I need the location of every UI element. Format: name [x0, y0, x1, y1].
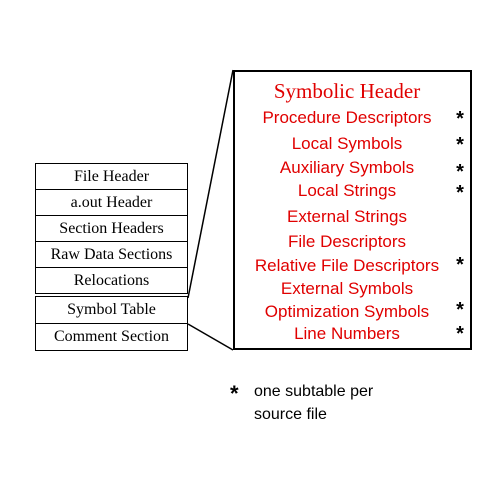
entry-local-strings: Local Strings: [297, 181, 397, 200]
entry-file-descriptors: File Descriptors: [287, 232, 407, 251]
entry-relative-file-descriptors: Relative File Descriptors: [254, 256, 440, 275]
entry-optimization-symbols: Optimization Symbols: [264, 302, 430, 321]
subtable-marker-optimization-symbols: *: [456, 299, 464, 321]
section-symbol-table: Symbol Table: [67, 301, 156, 318]
entry-line-numbers: Line Numbers: [294, 324, 400, 343]
entry-local-symbols: Local Symbols: [291, 134, 403, 153]
file-layout-upper-stack: File Header a.out Header Section Headers…: [35, 163, 188, 294]
legend-marker: *: [230, 381, 239, 406]
section-comment-section: Comment Section: [36, 323, 187, 350]
subtable-marker-local-symbols: *: [456, 134, 464, 156]
entry-external-symbols: External Symbols: [280, 279, 414, 298]
symbolic-header-title: Symbolic Header: [273, 79, 421, 103]
section-section-headers: Section Headers: [36, 215, 187, 241]
legend-line-1: one subtable per: [254, 383, 374, 400]
entry-auxiliary-symbols: Auxiliary Symbols: [279, 158, 415, 177]
connector-line-top: [187, 69, 234, 299]
section-relocations: Relocations: [36, 267, 187, 293]
section-aout-header: a.out Header: [36, 189, 187, 215]
connector-line-bottom: [187, 323, 234, 351]
symbol-table-detail-box: Symbolic Header Procedure Descriptors Lo…: [233, 70, 472, 350]
subtable-marker-auxiliary-symbols: *: [456, 161, 464, 183]
legend-line-2: source file: [254, 406, 327, 423]
subtable-marker-line-numbers: *: [456, 323, 464, 345]
subtable-marker-procedure-descriptors: *: [456, 108, 464, 130]
section-raw-data-sections: Raw Data Sections: [36, 241, 187, 267]
file-layout-lower-stack: Symbol Table Comment Section: [35, 296, 188, 351]
subtable-marker-relative-file-descriptors: *: [456, 254, 464, 276]
entry-external-strings: External Strings: [287, 207, 407, 226]
subtable-marker-local-strings: *: [456, 182, 464, 204]
section-file-header: File Header: [73, 168, 150, 185]
entry-procedure-descriptors: Procedure Descriptors: [262, 108, 432, 127]
